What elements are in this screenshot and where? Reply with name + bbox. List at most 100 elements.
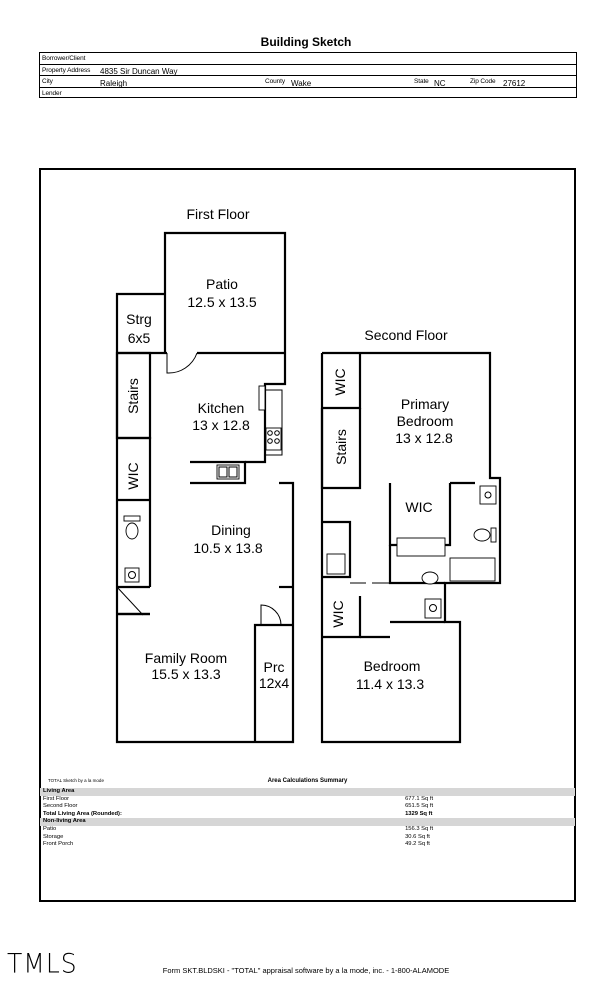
kitchen-label: Kitchen <box>198 400 245 416</box>
nonliving-area-header-row: Non-living Area <box>40 818 575 826</box>
sink-icon <box>216 464 240 480</box>
state-label: State <box>414 78 429 85</box>
table-row: Total Living Area (Rounded): 1329 Sq ft <box>40 811 575 819</box>
toilet-3-icon <box>421 571 439 585</box>
room-labels: First Floor Second Floor Patio 12.5 x 13… <box>125 206 453 692</box>
county-value: Wake <box>291 78 312 88</box>
first-floor-area-label: First Floor <box>43 795 70 802</box>
table-row: First Floor 677.1 Sq ft <box>40 796 575 804</box>
property-address-value: 4835 Sir Duncan Way <box>100 67 178 76</box>
living-area-header: Living Area <box>40 788 575 796</box>
zip-value: 27612 <box>503 78 526 88</box>
table-row: Second Floor 651.5 Sq ft <box>40 803 575 811</box>
table-row: Storage 30.6 Sq ft <box>40 834 575 842</box>
storage-walls <box>115 292 165 353</box>
storage-area-label: Storage <box>43 833 64 840</box>
city-row: City Raleigh County Wake State NC Zip Co… <box>40 76 576 88</box>
toilet-2-icon <box>473 528 491 542</box>
patio-dims: 12.5 x 13.5 <box>187 294 256 310</box>
porch-walls <box>253 623 293 742</box>
stairs-1-label: Stairs <box>125 378 141 414</box>
bedroom-label: Bedroom <box>364 658 421 674</box>
main-outline <box>115 353 295 744</box>
second-floor-plan <box>320 351 502 744</box>
borrower-row: Borrower/Client <box>40 53 576 65</box>
family-room-label: Family Room <box>145 650 227 666</box>
second-floor-area-value: 651.5 Sq ft <box>405 803 434 810</box>
sketch-credit: TOTAL Sketch by a la mode <box>48 778 104 783</box>
summary-title: Area Calculations Summary <box>267 778 348 784</box>
patio-walls <box>163 231 287 353</box>
stairs-2-label: Stairs <box>333 429 349 465</box>
entry-door-swing <box>116 586 144 616</box>
storage-area-value: 30.6 Sq ft <box>405 833 430 840</box>
second-floor-area-label: Second Floor <box>43 803 78 810</box>
storage-dims: 6x5 <box>128 330 151 346</box>
primary-bedroom-dims: 13 x 12.8 <box>395 430 453 446</box>
range-icon <box>265 427 282 451</box>
linen-closet <box>322 520 352 579</box>
bath-sink-icon <box>124 567 140 583</box>
table-row: Front Porch 49.2 Sq ft <box>40 841 575 849</box>
fridge-icon <box>258 385 266 411</box>
tmls-logo: TMLS <box>7 948 78 979</box>
vanity-icon <box>479 485 497 505</box>
wic-3-label: WIC <box>332 368 348 395</box>
sketch-frame <box>39 168 576 902</box>
tub-2-icon <box>449 557 496 582</box>
primary-bedroom-label-1: Primary <box>401 396 449 412</box>
patio-label: Patio <box>206 276 238 292</box>
kitchen-counter <box>265 389 283 456</box>
wic-4-label: WIC <box>405 499 432 515</box>
family-room-dims: 15.5 x 13.3 <box>151 666 220 682</box>
county-label: County <box>265 78 285 85</box>
total-living-area-label: Total Living Area (Rounded): <box>43 810 122 817</box>
porch-label: Prc <box>264 659 285 675</box>
patio-area-value: 156.3 Sq ft <box>405 825 434 832</box>
porch-area-label: Front Porch <box>43 841 74 848</box>
second-floor-label: Second Floor <box>364 327 448 343</box>
dining-label: Dining <box>211 522 251 538</box>
patio-area-label: Patio <box>43 825 57 832</box>
wic-bath-wall <box>117 436 152 587</box>
city-label: City <box>42 78 53 85</box>
wic-1-label: WIC <box>125 462 141 489</box>
kitchen-island <box>190 460 247 485</box>
property-address-label: Property Address <box>42 66 91 74</box>
toilet-icon <box>125 522 139 540</box>
kitchen-dims: 13 x 12.8 <box>192 417 250 433</box>
nonliving-area-header: Non-living Area <box>40 818 575 826</box>
dining-dims: 10.5 x 13.8 <box>193 540 262 556</box>
page-title: Building Sketch <box>260 35 352 49</box>
zip-label: Zip Code <box>470 78 496 85</box>
tub-icon <box>396 537 446 557</box>
porch-area-value: 49.2 Sq ft <box>405 841 430 848</box>
toilet-tank-icon <box>123 515 141 522</box>
first-floor-area-value: 677.1 Sq ft <box>405 795 434 802</box>
primary-bedroom-label-2: Bedroom <box>397 413 454 429</box>
property-row: Property Address 4835 Sir Duncan Way <box>40 65 576 76</box>
storage-label: Strg <box>126 311 152 327</box>
vanity-2-icon <box>424 598 442 619</box>
living-area-header-row: Living Area <box>40 788 575 796</box>
porch-door-swing <box>260 604 282 626</box>
patio-door-swing <box>166 352 198 374</box>
porch-dims: 12x4 <box>259 675 290 691</box>
wic-2-label: WIC <box>330 600 346 627</box>
summary-header: TOTAL Sketch by a la mode Area Calculati… <box>40 776 575 788</box>
first-floor-plan <box>115 231 295 744</box>
city-value: Raleigh <box>100 78 128 88</box>
table-row: Patio 156.3 Sq ft <box>40 826 575 834</box>
lender-row: Lender <box>40 88 576 100</box>
first-floor-label: First Floor <box>187 206 250 222</box>
lender-label: Lender <box>42 89 62 97</box>
form-footer: Form SKT.BLDSKI - "TOTAL" appraisal soft… <box>162 966 450 975</box>
total-living-area-value: 1329 Sq ft <box>405 810 433 817</box>
area-summary: TOTAL Sketch by a la mode Area Calculati… <box>40 776 575 849</box>
state-value: NC <box>434 78 446 88</box>
borrower-label: Borrower/Client <box>42 55 86 62</box>
bedroom-dims: 11.4 x 13.3 <box>356 676 424 692</box>
stairs-2-box <box>320 408 362 490</box>
area-table: Living Area First Floor 677.1 Sq ft Seco… <box>40 788 575 849</box>
